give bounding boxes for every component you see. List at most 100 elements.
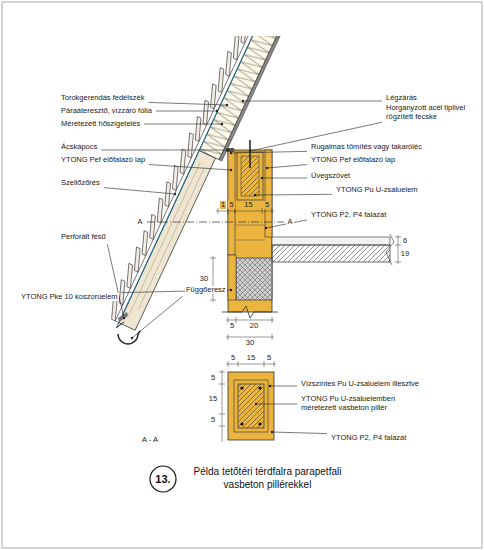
part-label: YTONG Pu U-zsaluelemben méretezett vasbe… xyxy=(300,395,422,412)
wood-grain xyxy=(129,162,206,319)
pillar-plan-section xyxy=(240,422,243,425)
gutter xyxy=(116,322,124,328)
part-label: YTONG Pef előfalazó lap xyxy=(310,156,396,165)
pillar-plan-section xyxy=(240,386,243,389)
knee-wall xyxy=(228,150,235,255)
leader-dot xyxy=(255,403,257,405)
section-mark: A xyxy=(286,218,293,227)
knee-wall xyxy=(265,150,272,237)
gutter xyxy=(116,312,140,344)
leader-line xyxy=(272,432,327,434)
section-mark: A xyxy=(136,218,143,227)
floor-slab xyxy=(386,234,394,265)
air-barrier-lining xyxy=(219,36,285,161)
leader-dot xyxy=(271,431,273,433)
leader-dot xyxy=(131,337,133,339)
part-label: YTONG Pef előfalazó lap xyxy=(60,156,146,165)
section-line xyxy=(147,222,284,223)
leader-dot xyxy=(242,100,244,102)
part-label: YTONG P2, P4 falazat xyxy=(310,211,387,220)
rafter xyxy=(119,150,216,330)
leader-dot xyxy=(230,169,232,171)
pillar-plan-section xyxy=(228,372,274,440)
leader-dot xyxy=(265,227,267,229)
leader-line xyxy=(270,386,297,387)
leader-line xyxy=(144,124,222,125)
leader-dot xyxy=(221,123,223,125)
leader-dot xyxy=(123,317,125,319)
floor-slab xyxy=(272,245,390,262)
pillar-plan-section xyxy=(258,422,261,425)
leader-line xyxy=(104,188,175,194)
perforated-comb xyxy=(118,312,128,322)
leader-dot xyxy=(230,289,232,291)
leader-line xyxy=(255,194,332,196)
dimension-label: 5 xyxy=(266,354,272,363)
leader-dot xyxy=(226,104,228,106)
leader-line xyxy=(149,165,231,170)
dimension-label: 15 xyxy=(243,201,253,210)
leader-line xyxy=(107,244,124,318)
knee-wall xyxy=(226,148,234,152)
circle-outline xyxy=(150,466,176,492)
knee-wall xyxy=(235,225,265,240)
dimension-lines xyxy=(219,370,225,442)
knee-wall xyxy=(236,258,272,300)
leader-dot xyxy=(266,167,268,169)
leader-line xyxy=(231,151,307,153)
dimension-label: 6 xyxy=(402,237,408,246)
dimension-label: 30 xyxy=(199,275,209,284)
floor-slab xyxy=(272,237,390,245)
leader-line xyxy=(256,404,297,405)
leader-dot xyxy=(227,149,229,151)
pillar-plan-section xyxy=(258,386,261,389)
part-label: Rugalmas tömítés vagy takaróléc xyxy=(310,143,423,152)
part-label: Páraáteresztő, vízzáró fólia xyxy=(60,107,153,116)
dimension-label: 15 xyxy=(246,354,256,363)
part-label: Légzárás xyxy=(385,94,418,103)
leader-line xyxy=(156,111,217,112)
roof-tile xyxy=(234,36,254,44)
dimension-label: 19 xyxy=(400,250,410,259)
part-label: Vízszintes Pu U-zsaluelem illesztve xyxy=(300,380,420,389)
dimension-label: 30 xyxy=(245,339,255,348)
dimension-label: 5 xyxy=(264,201,270,210)
leader-line xyxy=(132,296,183,338)
section-mark: A - A xyxy=(141,436,159,445)
dimension-label: 5 xyxy=(210,374,216,383)
dimension-label: 20 xyxy=(249,322,259,331)
leader-dot xyxy=(249,150,251,152)
knee-wall xyxy=(222,306,278,318)
floor-slab xyxy=(272,234,394,265)
dimension-label: 1 xyxy=(220,201,226,210)
dimension-label: 5 xyxy=(229,322,235,331)
leader-dot xyxy=(174,193,176,195)
leader-dot xyxy=(254,194,256,196)
part-label: Méretezett hőszigetelés xyxy=(60,120,141,129)
dimension-label: 15 xyxy=(208,395,218,404)
part-label: Szellőzőrés xyxy=(60,179,101,188)
dimension-label: 5 xyxy=(228,201,234,210)
roof xyxy=(102,36,287,338)
leader-dot xyxy=(261,177,263,179)
knee-wall xyxy=(228,255,236,300)
pillar-plan-section xyxy=(238,384,264,428)
part-label: YTONG P2, P4 falazat xyxy=(330,434,407,443)
dimension-label: 5 xyxy=(210,416,216,425)
part-label: YTONG Pke 10 koszorúelem xyxy=(20,293,119,302)
part-label: Torokgerendás fedélszék xyxy=(60,94,145,103)
dimension-label: 5 xyxy=(230,354,236,363)
knee-wall xyxy=(249,140,251,168)
leader-dot xyxy=(269,385,271,387)
figure-number: 13. xyxy=(149,473,177,485)
figure-caption: Példa tetőtéri térdfalra parapetfali vas… xyxy=(185,465,350,491)
part-label: Üvegszövet xyxy=(310,172,351,181)
roof-build-up xyxy=(102,36,287,338)
part-label: Ácskapocs xyxy=(60,143,98,152)
leader-dot xyxy=(216,110,218,112)
leader-dot xyxy=(230,152,232,154)
section-line xyxy=(147,222,284,223)
part-label: Horganyzott acél tiplivel rögzített fecs… xyxy=(385,104,467,121)
pillar-plan-section xyxy=(228,372,274,440)
